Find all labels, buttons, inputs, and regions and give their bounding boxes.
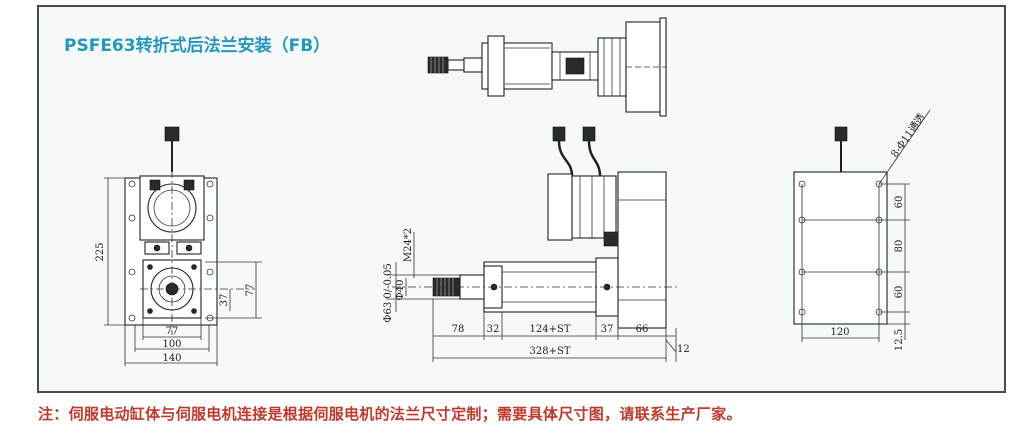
dim-66: 66: [636, 324, 649, 335]
footnote: 注：伺服电动缸体与伺服电机连接是根据伺服电机的法兰尺寸定制；需要具体尺寸图，请联…: [38, 405, 742, 423]
dim-32: 32: [487, 324, 500, 335]
dim-78: 78: [452, 324, 465, 335]
dim-77-vertical: 77: [245, 284, 256, 297]
right-view: 8-Φ11通透 60 80 60 12.5 120: [793, 109, 931, 351]
dim-225: 225: [95, 242, 106, 261]
left-view: 225 37 77 77 100 140: [95, 126, 262, 366]
dim-12: 12: [677, 344, 690, 355]
dim-37-side: 37: [601, 324, 614, 335]
left-cable-connector: [164, 126, 180, 142]
right-flange-plate: [793, 171, 888, 325]
dim-77-bottom: 77: [166, 326, 179, 337]
side-view: Φ63 0/-0.05 Φ40 M24*2 78 32 124+ST 37 66…: [383, 126, 690, 362]
side-motor: [571, 175, 617, 239]
dim-124st: 124+ST: [530, 324, 571, 335]
side-motor-end: [547, 173, 573, 241]
side-flange-block: [617, 171, 667, 329]
dim-60-bottom: 60: [894, 286, 905, 299]
dim-60-top: 60: [894, 196, 905, 209]
dim-328st: 328+ST: [530, 346, 571, 357]
top-view: [427, 17, 667, 117]
dim-140: 140: [162, 353, 181, 364]
dim-phi40: Φ40: [395, 280, 406, 301]
dim-37-left: 37: [219, 294, 230, 307]
dim-100: 100: [162, 339, 181, 350]
dim-12-5: 12.5: [894, 329, 905, 351]
dim-80: 80: [894, 240, 905, 253]
dim-m24: M24*2: [403, 228, 414, 262]
drawing-title: PSFE63转折式后法兰安装（FB）: [64, 36, 331, 56]
dim-120: 120: [830, 327, 849, 338]
technical-drawing: 225 37 77 77 100 140: [95, 17, 931, 366]
hole-note: 8-Φ11通透: [889, 111, 928, 159]
dim-phi63: Φ63 0/-0.05: [383, 263, 394, 322]
